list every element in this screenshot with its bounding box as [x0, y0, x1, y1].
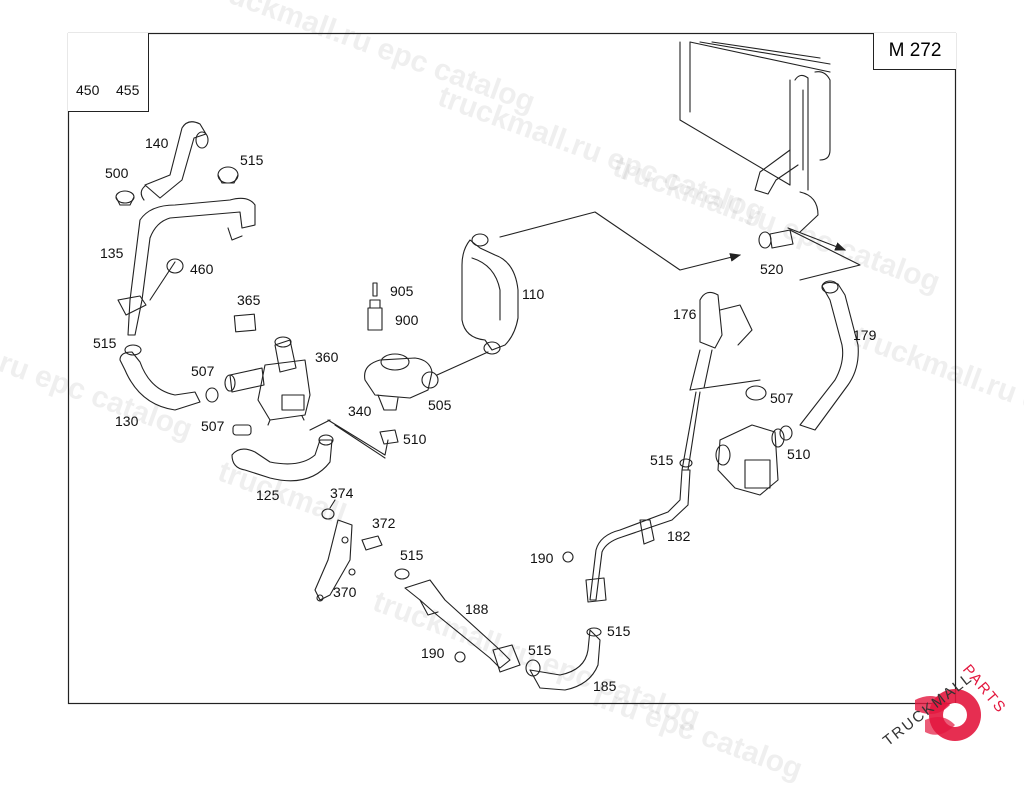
callout-340[interactable]: 340 — [348, 403, 372, 419]
callout-510[interactable]: 510 — [403, 431, 427, 447]
hose-130-shape — [119, 344, 201, 411]
valve-510-right-shape — [715, 385, 793, 496]
callout-185[interactable]: 185 — [593, 678, 617, 694]
callout-507[interactable]: 507 — [191, 363, 215, 379]
callout-507[interactable]: 507 — [201, 418, 225, 434]
clamp-500-shape — [115, 190, 135, 206]
callout-515[interactable]: 515 — [650, 452, 674, 468]
callout-135[interactable]: 135 — [100, 245, 124, 261]
radiator-shape — [679, 41, 831, 233]
callout-460[interactable]: 460 — [190, 261, 214, 277]
callout-455[interactable]: 455 — [116, 82, 140, 98]
callout-450[interactable]: 450 — [76, 82, 100, 98]
hose-179-shape — [799, 280, 859, 431]
callout-176[interactable]: 176 — [673, 306, 697, 322]
callout-515[interactable]: 515 — [607, 623, 631, 639]
callout-507[interactable]: 507 — [770, 390, 794, 406]
callout-188[interactable]: 188 — [465, 601, 489, 617]
hose-135-shape — [117, 197, 256, 336]
callout-370[interactable]: 370 — [333, 584, 357, 600]
callout-900[interactable]: 900 — [395, 312, 419, 328]
callout-110[interactable]: 110 — [522, 286, 545, 302]
callout-372[interactable]: 372 — [372, 515, 396, 531]
callout-515[interactable]: 515 — [528, 642, 552, 658]
callout-515[interactable]: 515 — [400, 547, 424, 563]
clamp-520-shape — [758, 229, 794, 249]
callout-905[interactable]: 905 — [390, 283, 414, 299]
brand-logo: TRUCKMALL PARTS — [855, 660, 1020, 750]
callout-130[interactable]: 130 — [115, 413, 139, 429]
clamp-510-mid-shape — [379, 429, 399, 445]
bracket-370-shape — [314, 508, 383, 602]
callout-520[interactable]: 520 — [760, 261, 784, 277]
pump-340-shape — [364, 282, 439, 411]
hose-185-shape — [529, 627, 602, 691]
gear-icon — [915, 689, 981, 741]
bolt-190-left-shape — [454, 651, 466, 663]
clamp-515-top-shape — [217, 166, 239, 184]
hose-125-shape — [231, 434, 334, 482]
callout-500[interactable]: 500 — [105, 165, 129, 181]
drawing-frame — [67, 32, 957, 705]
callout-510[interactable]: 510 — [787, 446, 811, 462]
callout-505[interactable]: 505 — [428, 397, 452, 413]
model-label: M 272 — [873, 33, 956, 70]
callout-365[interactable]: 365 — [237, 292, 261, 308]
callout-190[interactable]: 190 — [530, 550, 554, 566]
bolt-190-right-shape — [562, 551, 574, 563]
callout-515[interactable]: 515 — [240, 152, 264, 168]
pipe-182-shape — [585, 458, 693, 603]
callout-374[interactable]: 374 — [330, 485, 354, 501]
callout-182[interactable]: 182 — [667, 528, 691, 544]
hose-140-shape — [140, 121, 209, 201]
callout-125[interactable]: 125 — [256, 487, 280, 503]
callout-515[interactable]: 515 — [93, 335, 117, 351]
callout-360[interactable]: 360 — [315, 349, 339, 365]
callout-179[interactable]: 179 — [853, 327, 877, 343]
callout-140[interactable]: 140 — [145, 135, 169, 151]
legend-box: 450 455 — [68, 33, 149, 112]
callout-190[interactable]: 190 — [421, 645, 445, 661]
hose-110-shape — [461, 233, 519, 355]
diagram-artwork — [67, 32, 957, 705]
pipe-188-shape — [394, 568, 541, 677]
valve-360-shape — [205, 313, 311, 436]
